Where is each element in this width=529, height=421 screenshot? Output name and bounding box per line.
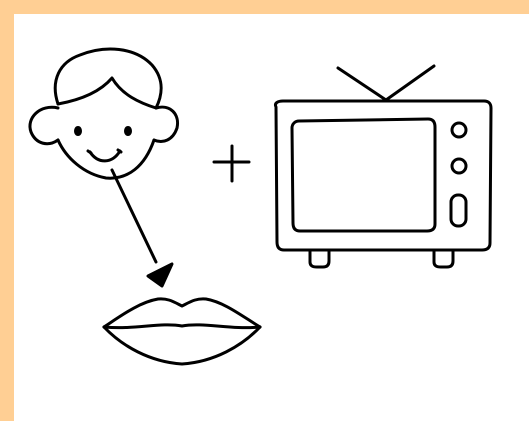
plus-icon <box>214 146 249 181</box>
boy-face-icon <box>30 49 178 178</box>
arrow-icon <box>112 170 172 286</box>
lips-icon <box>104 299 260 364</box>
television-icon <box>275 66 491 267</box>
